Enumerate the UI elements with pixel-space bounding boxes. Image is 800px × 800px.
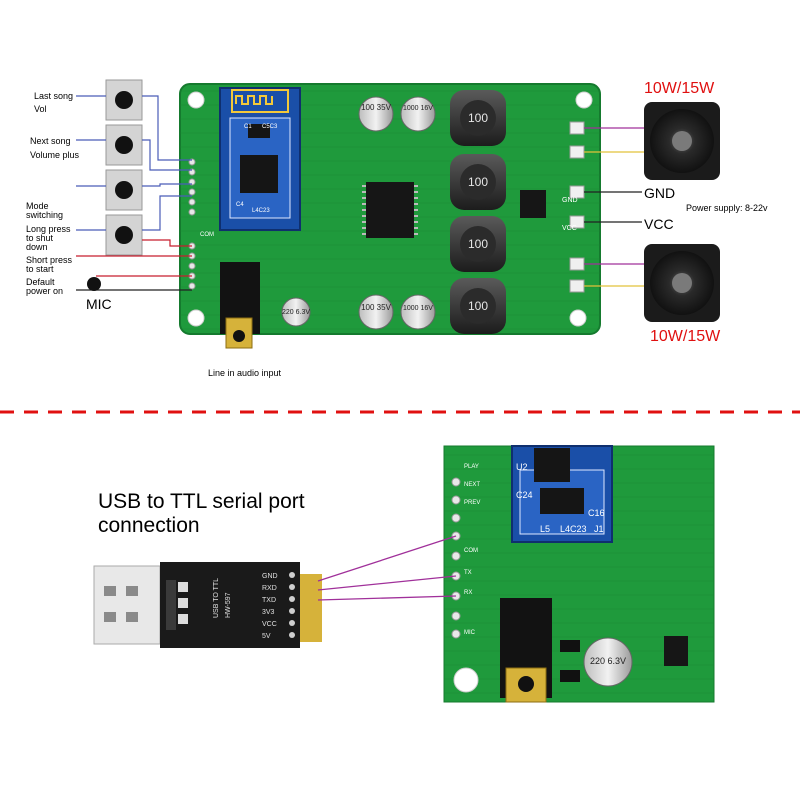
inductor-1-value: 100 xyxy=(468,111,488,125)
board-pin-prev: PREV xyxy=(464,500,480,506)
board-pin-mic: MIC xyxy=(464,630,476,636)
label-volume-plus: Volume plus xyxy=(30,150,80,160)
board-pin-play: PLAY xyxy=(464,464,479,470)
dongle-silkscreen: USB TO TTL HW-597 xyxy=(213,578,232,618)
label-next-song: Next song xyxy=(30,136,71,146)
cap-label-bottom-left: 100 35V xyxy=(361,303,391,312)
dongle-pin-txd: TXD xyxy=(262,597,276,604)
top-panel: C1 C5C3 C4 L4C23 100 35V 1000 16V xyxy=(76,79,720,349)
amplifier-board: C1 C5C3 C4 L4C23 100 35V 1000 16V xyxy=(179,83,601,349)
serial-wires xyxy=(317,535,457,601)
capacitor-top-right xyxy=(400,96,436,132)
inductor-2 xyxy=(450,154,506,210)
usb-ttl-title: USB to TTL serial port connection xyxy=(98,490,305,537)
inductor-1 xyxy=(450,90,506,146)
dongle-pin-labels: GND RXD TXD 3V3 VCC 5V xyxy=(262,573,278,640)
usb-ttl-adapter xyxy=(93,562,322,648)
label-mode-switching: Mode switching xyxy=(26,201,64,220)
tactile-button-4 xyxy=(105,214,143,256)
output-wires xyxy=(584,127,644,287)
label-vcc: VCC xyxy=(644,216,674,232)
dongle-label-model: HW-597 xyxy=(225,592,232,618)
label-speaker-top: 10W/15W xyxy=(644,80,715,97)
speaker-top xyxy=(644,102,720,180)
inductor-2-value: 100 xyxy=(468,175,488,189)
board-closeup xyxy=(443,445,715,703)
label-speaker-bottom: 10W/15W xyxy=(650,328,721,345)
closeup-cap-label: 220 6.3V xyxy=(590,656,626,666)
cap-label-small: 220 6.3V xyxy=(282,309,310,316)
bottom-panel: USB TO TTL HW-597 GND RXD TXD 3V3 VCC 5V xyxy=(93,445,715,703)
amplifier-ic xyxy=(362,182,418,238)
capacitor-small xyxy=(281,297,311,327)
label-vol: Vol xyxy=(34,104,47,114)
dongle-label-usb-to-ttl: USB TO TTL xyxy=(213,578,220,618)
closeup-label-c16: C16 xyxy=(588,508,605,518)
inductor-4 xyxy=(450,278,506,334)
closeup-module-labels: C24 U2 L5 L4C23 C16 J1 220 6.3V xyxy=(516,462,626,666)
cap-label-top-right: 1000 16V xyxy=(403,105,433,112)
board-pin-tx: TX xyxy=(464,570,472,576)
label-default-power-on: Default power on xyxy=(26,277,64,296)
label-short-press-start: Short press to start xyxy=(26,255,73,274)
cap-label-bottom-right: 1000 16V xyxy=(403,305,433,312)
capacitor-bottom-right xyxy=(400,294,436,330)
silk-vcc: VCC xyxy=(562,225,577,232)
inductor-4-value: 100 xyxy=(468,299,488,313)
bluetooth-module xyxy=(219,87,301,231)
dongle-pin-rxd: RXD xyxy=(262,585,277,592)
label-long-press-shutdown: Long press to shut down xyxy=(26,224,71,252)
tactile-button-3 xyxy=(105,169,143,211)
board-pin-next: NEXT xyxy=(464,482,480,488)
closeup-label-j1: J1 xyxy=(594,524,604,534)
tactile-button-1 xyxy=(105,79,143,121)
button-wires xyxy=(76,95,192,291)
speaker-bottom xyxy=(644,244,720,322)
closeup-pin-labels: PLAY NEXT PREV COM TX RX MIC xyxy=(464,464,480,636)
closeup-label-l4c23: L4C23 xyxy=(560,524,587,534)
header-pads-left xyxy=(188,158,196,290)
capacitor-top-left xyxy=(358,96,394,132)
dongle-pin-3v3: 3V3 xyxy=(262,609,275,616)
module-label-c4: C4 xyxy=(236,202,244,208)
board-pin-com: COM xyxy=(464,548,478,554)
dongle-pin-gnd: GND xyxy=(262,573,278,580)
speaker-terminals-top xyxy=(569,121,585,159)
closeup-label-l5: L5 xyxy=(540,524,550,534)
module-label-c5c3: C5C3 xyxy=(262,124,278,130)
module-label-l4c23: L4C23 xyxy=(252,208,270,214)
module-label-c1: C1 xyxy=(244,124,252,130)
dongle-pin-vcc: VCC xyxy=(262,621,277,628)
closeup-label-u2: U2 xyxy=(516,462,528,472)
silk-com: COM xyxy=(200,232,214,238)
audio-jack xyxy=(220,262,260,349)
label-mic: MIC xyxy=(86,296,112,312)
inductor-3-value: 100 xyxy=(468,237,488,251)
cap-label-top-left: 100 35V xyxy=(361,103,391,112)
silk-gnd: GND xyxy=(562,197,578,204)
label-power-supply: Power supply: 8-22v xyxy=(686,203,768,213)
microphone-icon xyxy=(87,277,101,291)
dongle-pin-5v: 5V xyxy=(262,633,271,640)
regulator-chip xyxy=(520,190,546,218)
dongle-pins xyxy=(289,572,295,638)
board-pin-rx: RX xyxy=(464,590,472,596)
closeup-label-c24: C24 xyxy=(516,490,533,500)
capacitor-bottom-left xyxy=(358,294,394,330)
label-line-in: Line in audio input xyxy=(208,368,282,378)
tactile-button-2 xyxy=(105,124,143,166)
label-gnd: GND xyxy=(644,185,676,201)
inductor-3 xyxy=(450,216,506,272)
speaker-terminals-bottom xyxy=(569,257,585,293)
label-last-song: Last song xyxy=(34,91,74,101)
